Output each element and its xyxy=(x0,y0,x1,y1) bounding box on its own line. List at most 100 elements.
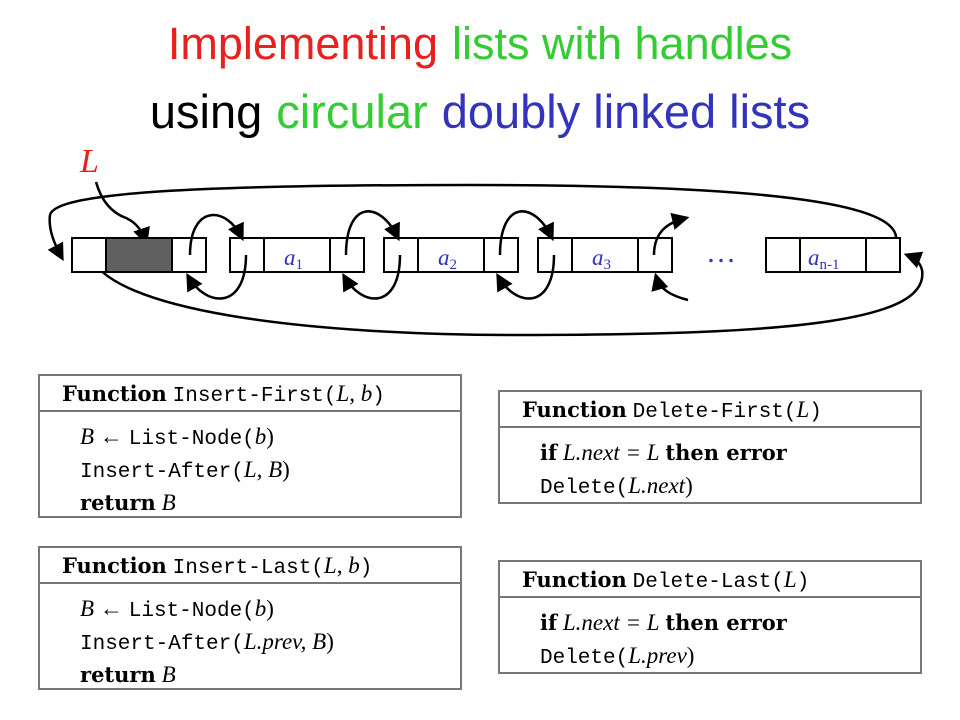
node-sub-an-1: n-1 xyxy=(820,257,840,273)
insert-first-box: Function Insert-First(L, b) B ← List-Nod… xyxy=(38,374,462,518)
function-args: L, b xyxy=(336,381,373,406)
code-keyword: if xyxy=(540,440,558,465)
code-line: Insert-After(L, B) xyxy=(80,453,290,486)
function-keyword: Function xyxy=(62,553,167,578)
code-close: ) xyxy=(266,596,274,621)
svg-text:an-1: an-1 xyxy=(808,245,840,273)
code-keyword: return xyxy=(80,490,156,515)
function-keyword: Function xyxy=(522,397,627,422)
prev-arrow-4 xyxy=(651,272,689,302)
delete-last-box: Function Delete-Last(L) if L.next = L th… xyxy=(498,560,922,674)
code-condition: L.next = L xyxy=(562,440,660,465)
function-name: Delete-Last( xyxy=(632,571,784,594)
node-label-a3: a xyxy=(592,245,604,270)
insert-last-box: Function Insert-Last(L, b) B ← List-Node… xyxy=(38,546,462,690)
code-call: Insert-After( xyxy=(80,633,244,656)
node-sub-a2: 2 xyxy=(450,257,458,273)
code-keyword: then error xyxy=(665,610,787,635)
code-call: Delete( xyxy=(540,477,629,500)
code-call: List-Node( xyxy=(128,600,255,623)
assign-arrow: ← xyxy=(99,596,123,621)
prev-arrow-1 xyxy=(186,254,248,300)
delete-first-box: Function Delete-First(L) if L.next = L t… xyxy=(498,390,922,504)
next-arrow-4 xyxy=(652,212,690,256)
sentinel-key-cell xyxy=(105,237,173,273)
title-phrase-doubly-linked-lists: doubly linked lists xyxy=(441,85,811,138)
code-close: ) xyxy=(326,629,334,654)
code-line: B ← List-Node(b) xyxy=(80,592,334,625)
code-line: return B xyxy=(80,658,334,691)
insert-last-body: B ← List-Node(b) Insert-After(L.prev, B)… xyxy=(80,592,334,691)
function-name: Insert-First( xyxy=(172,385,337,408)
assign-arrow: ← xyxy=(99,424,123,449)
code-close: ) xyxy=(282,457,290,482)
function-args: L xyxy=(783,567,797,592)
delete-last-header: Function Delete-Last(L) xyxy=(500,562,920,598)
code-line: Insert-After(L.prev, B) xyxy=(80,625,334,658)
insert-last-header: Function Insert-Last(L, b) xyxy=(40,548,460,584)
code-call: List-Node( xyxy=(128,428,255,451)
code-line: Delete(L.prev) xyxy=(540,639,787,672)
node-label-a1: a xyxy=(284,245,296,270)
handle-label: L xyxy=(79,143,99,180)
code-line: return B xyxy=(80,486,290,519)
delete-first-body: if L.next = L then error Delete(L.next) xyxy=(540,436,787,502)
code-var: B xyxy=(161,490,176,515)
next-arrow-3 xyxy=(498,210,554,256)
function-args: L xyxy=(796,397,810,422)
list-node-an-1: an-1 xyxy=(765,237,901,273)
sentinel-node xyxy=(71,237,207,273)
prev-arrow-3 xyxy=(496,254,556,300)
code-call: Insert-After( xyxy=(80,461,244,484)
list-node-a3: a3 xyxy=(537,237,673,273)
function-close: ) xyxy=(796,571,810,594)
next-arrow-1 xyxy=(188,213,244,256)
insert-first-body: B ← List-Node(b) Insert-After(L, B) retu… xyxy=(80,420,290,519)
function-keyword: Function xyxy=(522,567,627,592)
function-keyword: Function xyxy=(62,381,167,406)
ellipsis: … xyxy=(706,236,736,269)
code-arg: L.prev, B xyxy=(243,629,327,654)
function-name: Delete-First( xyxy=(632,401,797,424)
function-name: Insert-Last( xyxy=(172,557,324,580)
code-keyword: if xyxy=(540,610,558,635)
outer-next-arc xyxy=(47,183,898,262)
code-call: Delete( xyxy=(540,647,629,670)
circular-list-diagram: L a1 a2 a3 … an-1 xyxy=(47,143,924,337)
code-close: ) xyxy=(266,424,274,449)
slide-title-line1: Implementing lists with handles xyxy=(0,18,960,70)
insert-first-header: Function Insert-First(L, b) xyxy=(40,376,460,412)
svg-text:a2: a2 xyxy=(438,245,457,273)
node-label-an-1: a xyxy=(808,245,820,270)
svg-text:a3: a3 xyxy=(592,245,611,273)
delete-last-body: if L.next = L then error Delete(L.prev) xyxy=(540,606,787,672)
code-line: if L.next = L then error xyxy=(540,606,787,639)
code-close: ) xyxy=(686,643,695,668)
code-arg: b xyxy=(254,424,267,449)
function-args: L, b xyxy=(323,553,360,578)
code-line: if L.next = L then error xyxy=(540,436,787,469)
function-close: ) xyxy=(359,557,373,580)
next-arrow-2 xyxy=(344,210,400,256)
code-arg: L, B xyxy=(243,457,283,482)
delete-first-header: Function Delete-First(L) xyxy=(500,392,920,428)
title-phrase-lists-with-handles: lists with handles xyxy=(451,18,793,69)
code-line: Delete(L.next) xyxy=(540,469,787,502)
code-condition: L.next = L xyxy=(562,610,660,635)
code-var: B xyxy=(80,424,95,449)
code-close: ) xyxy=(685,473,693,498)
node-sub-a1: 1 xyxy=(296,257,304,273)
code-keyword: then error xyxy=(665,440,787,465)
node-label-a2: a xyxy=(438,245,450,270)
outer-prev-arc xyxy=(88,251,924,337)
code-arg: L.next xyxy=(628,473,686,498)
title-word-using: using xyxy=(149,85,263,138)
code-arg: b xyxy=(254,596,267,621)
function-close: ) xyxy=(372,385,385,408)
list-node-a2: a2 xyxy=(383,237,519,273)
code-keyword: return xyxy=(80,662,156,687)
node-sub-a3: 3 xyxy=(604,257,612,273)
title-word-implementing: Implementing xyxy=(167,18,438,69)
handle-arrow xyxy=(94,181,150,246)
